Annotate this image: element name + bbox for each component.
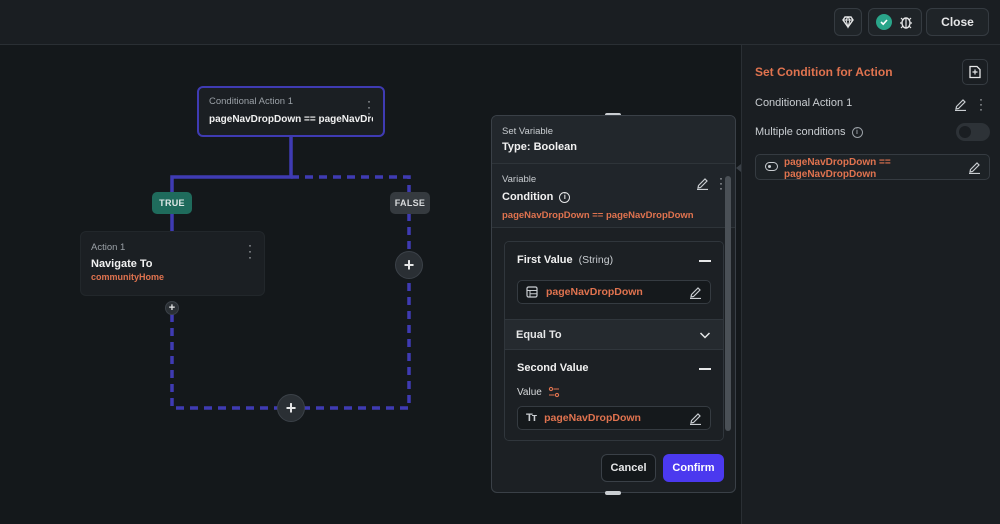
more-vert-icon[interactable]: ··· [719, 171, 723, 195]
multiple-conditions-label: Multiple conditions [755, 126, 846, 138]
check-icon [876, 14, 892, 30]
type-label: Type: Boolean [502, 141, 577, 153]
action-name-row: Conditional Action 1 [755, 97, 852, 109]
first-value-type: (String) [578, 254, 614, 266]
add-action-button[interactable]: + [165, 301, 179, 315]
first-value-field[interactable]: pageNavDropDown [517, 280, 711, 304]
more-vert-icon[interactable]: ··· [248, 238, 252, 264]
close-button[interactable]: Close [926, 8, 989, 36]
connector-false [170, 175, 411, 410]
node-expression: pageNavDropDown == pageNavDro... [209, 114, 373, 125]
confirm-button[interactable]: Confirm [663, 454, 724, 482]
condition-side-panel: Set Condition for Action Conditional Act… [741, 45, 1000, 524]
node-target: communityHome [91, 272, 165, 282]
action-node[interactable]: Action 1 Navigate To communityHome ··· [80, 231, 265, 296]
connector-true [170, 137, 293, 231]
collapse-icon[interactable] [699, 368, 711, 370]
condition-label: Condition [502, 191, 554, 203]
true-branch-label: TRUE [152, 192, 192, 214]
more-vert-icon[interactable]: ··· [979, 92, 983, 116]
validation-debug-button[interactable] [868, 8, 922, 36]
conditional-action-node[interactable]: Conditional Action 1 pageNavDropDown == … [197, 86, 385, 137]
add-after-button[interactable]: + [277, 394, 305, 422]
set-variable-header: Set Variable Type: Boolean [492, 116, 735, 164]
gem-button[interactable] [834, 8, 862, 36]
variable-label: Variable [502, 174, 537, 185]
first-value-section: First Value (String) pageNavDropDown [505, 242, 723, 320]
node-label: Conditional Action 1 [209, 96, 293, 107]
pencil-icon[interactable] [954, 98, 967, 111]
add-false-action-button[interactable]: + [395, 251, 423, 279]
condition-expression: pageNavDropDown == pageNavDropDown [502, 210, 694, 221]
cancel-button[interactable]: Cancel [601, 454, 656, 482]
condition-builder: First Value (String) pageNavDropDown Equa… [504, 241, 724, 441]
value-row: Value [517, 386, 711, 398]
multiple-conditions-toggle[interactable] [956, 123, 990, 141]
set-variable-label: Set Variable [502, 126, 554, 137]
second-value-section: Second Value Value Tт pageNavDropDown [505, 350, 723, 440]
pencil-icon[interactable] [696, 177, 709, 190]
modal-bottom-handle[interactable] [605, 491, 621, 495]
node-label: Action 1 [91, 242, 126, 253]
condition-line1: pageNavDropDown == [784, 157, 891, 168]
modal-scrollbar[interactable] [725, 176, 731, 431]
first-value-heading: First Value (String) [517, 254, 711, 266]
condition-line2: pageNavDropDown [784, 169, 877, 180]
operator-label: Equal To [516, 329, 562, 341]
pencil-icon[interactable] [689, 286, 702, 299]
toggle-icon [765, 162, 778, 171]
more-vert-icon[interactable]: ··· [367, 94, 371, 120]
action-name: Conditional Action 1 [755, 97, 853, 109]
operator-select[interactable]: Equal To [505, 320, 723, 350]
condition-heading: Condition i [502, 191, 725, 203]
second-value-field[interactable]: Tт pageNavDropDown [517, 406, 711, 430]
info-icon[interactable]: i [851, 126, 863, 138]
pencil-icon[interactable] [968, 161, 981, 174]
condition-editor-modal: Set Variable Type: Boolean Variable Cond… [491, 115, 736, 493]
multiple-conditions-row: Multiple conditions i [755, 126, 863, 138]
collapse-icon[interactable] [699, 260, 711, 262]
settings-sliders-icon[interactable] [548, 386, 560, 398]
table-icon [526, 286, 538, 298]
first-value-title: First Value [517, 254, 573, 266]
variable-actions: ··· [696, 171, 723, 195]
condition-item[interactable]: pageNavDropDown == pageNavDropDown [755, 154, 990, 180]
gem-icon [842, 16, 854, 29]
text-type-icon: Tт [526, 412, 537, 424]
second-value-title: Second Value [517, 362, 589, 374]
variable-section: Variable Condition i pageNavDropDown == … [492, 164, 735, 228]
info-icon[interactable]: i [559, 191, 571, 203]
bug-icon [900, 17, 912, 29]
second-value-text: pageNavDropDown [544, 412, 641, 424]
top-bar: Close [0, 0, 1000, 45]
panel-title: Set Condition for Action [755, 65, 893, 79]
first-value-text: pageNavDropDown [546, 286, 643, 298]
pencil-icon[interactable] [689, 412, 702, 425]
notes-button[interactable] [962, 59, 988, 85]
value-label: Value [517, 386, 542, 398]
action-name-actions: ··· [954, 92, 983, 116]
chevron-down-icon [699, 332, 711, 339]
false-branch-label: FALSE [390, 192, 430, 214]
node-title: Navigate To [91, 258, 153, 270]
note-add-icon [969, 65, 981, 79]
